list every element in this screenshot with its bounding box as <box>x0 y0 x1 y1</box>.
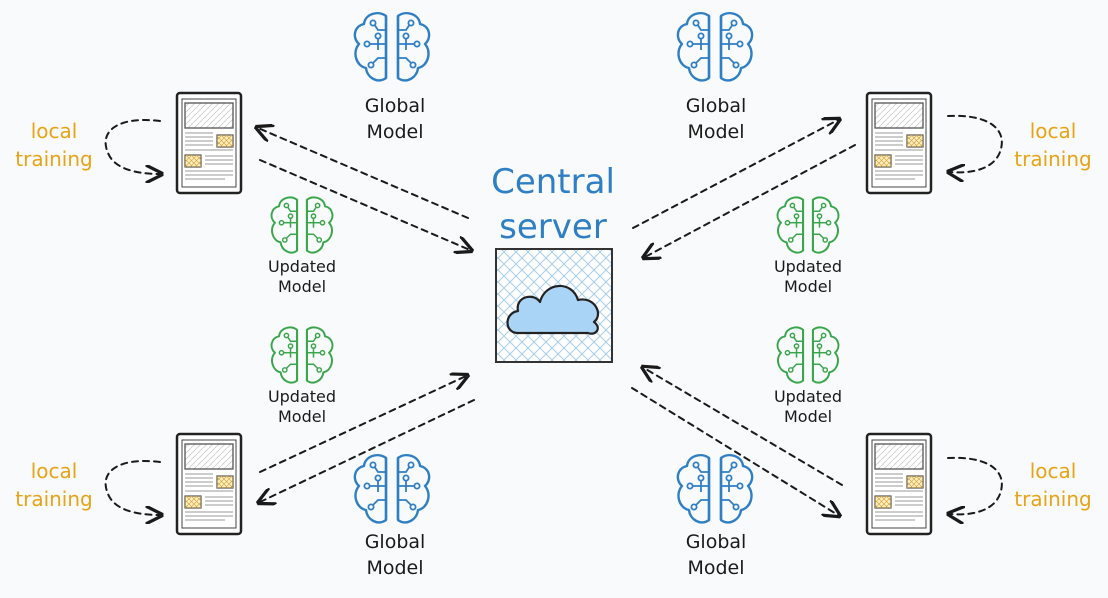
local-training-label-top-right-1: local <box>1030 119 1077 143</box>
arrow-server-to-bottom-left <box>260 399 475 502</box>
server-title-line2: server <box>499 207 607 247</box>
local-training-label-bottom-left-1: local <box>31 459 78 483</box>
global-model-brain-icon-top-right <box>676 11 754 82</box>
updated-model-label-top-right-2: Model <box>784 277 832 296</box>
global-model-label-top-left-2: Model <box>366 121 423 143</box>
local-training-loop-arrow-bottom-right <box>948 456 1003 515</box>
arrow-server-to-bottom-right <box>631 387 838 515</box>
updated-model-label-bottom-left-1: Updated <box>268 387 336 406</box>
local-training-loop-arrow-bottom-left <box>104 460 160 515</box>
local-training-label-bottom-left-2: training <box>15 487 92 511</box>
arrow-top-left-to-server <box>259 159 470 250</box>
local-training-loop-arrow-top-left <box>104 119 160 174</box>
global-model-label-bottom-left-1: Global <box>365 531 426 553</box>
global-model-label-bottom-right-1: Global <box>686 531 747 553</box>
global-model-brain-icon-bottom-right <box>676 453 754 524</box>
updated-model-brain-icon-bottom-left <box>270 326 334 384</box>
global-model-brain-icon-top-left <box>353 11 431 82</box>
tablet-device-icon-bottom-left <box>175 432 243 536</box>
tablet-device-icon-top-left <box>175 91 243 195</box>
global-model-label-top-left-1: Global <box>365 95 426 117</box>
updated-model-label-top-left-2: Model <box>278 277 326 296</box>
arrow-server-to-top-right <box>632 120 838 229</box>
global-model-label-top-right-1: Global <box>686 95 747 117</box>
updated-model-label-top-left-1: Updated <box>268 257 336 276</box>
global-model-brain-icon-bottom-left <box>353 453 431 524</box>
updated-model-label-bottom-right-2: Model <box>784 407 832 426</box>
local-training-label-bottom-right-1: local <box>1030 459 1077 483</box>
updated-model-brain-icon-top-right <box>776 196 840 254</box>
local-training-label-bottom-right-2: training <box>1014 487 1091 511</box>
local-training-loop-arrow-top-right <box>948 114 1003 173</box>
global-model-label-bottom-left-2: Model <box>366 557 423 579</box>
arrow-bottom-right-to-server <box>644 368 843 486</box>
updated-model-label-bottom-right-1: Updated <box>774 387 842 406</box>
central-server-box <box>495 248 613 363</box>
cloud-icon <box>506 284 600 335</box>
arrow-server-to-top-left <box>258 128 469 219</box>
local-training-label-top-right-2: training <box>1014 147 1091 171</box>
global-model-label-bottom-right-2: Model <box>687 557 744 579</box>
arrow-top-right-to-server <box>645 144 856 257</box>
updated-model-brain-icon-bottom-right <box>776 326 840 384</box>
tablet-device-icon-bottom-right <box>865 432 933 536</box>
updated-model-brain-icon-top-left <box>270 196 334 254</box>
local-training-label-top-left-1: local <box>31 119 78 143</box>
tablet-device-icon-top-right <box>865 91 933 195</box>
updated-model-label-bottom-left-2: Model <box>278 407 326 426</box>
local-training-label-top-left-2: training <box>15 147 92 171</box>
global-model-label-top-right-2: Model <box>687 121 744 143</box>
server-title-line1: Central <box>491 162 615 202</box>
arrow-bottom-left-to-server <box>259 376 466 473</box>
updated-model-label-top-right-1: Updated <box>774 257 842 276</box>
